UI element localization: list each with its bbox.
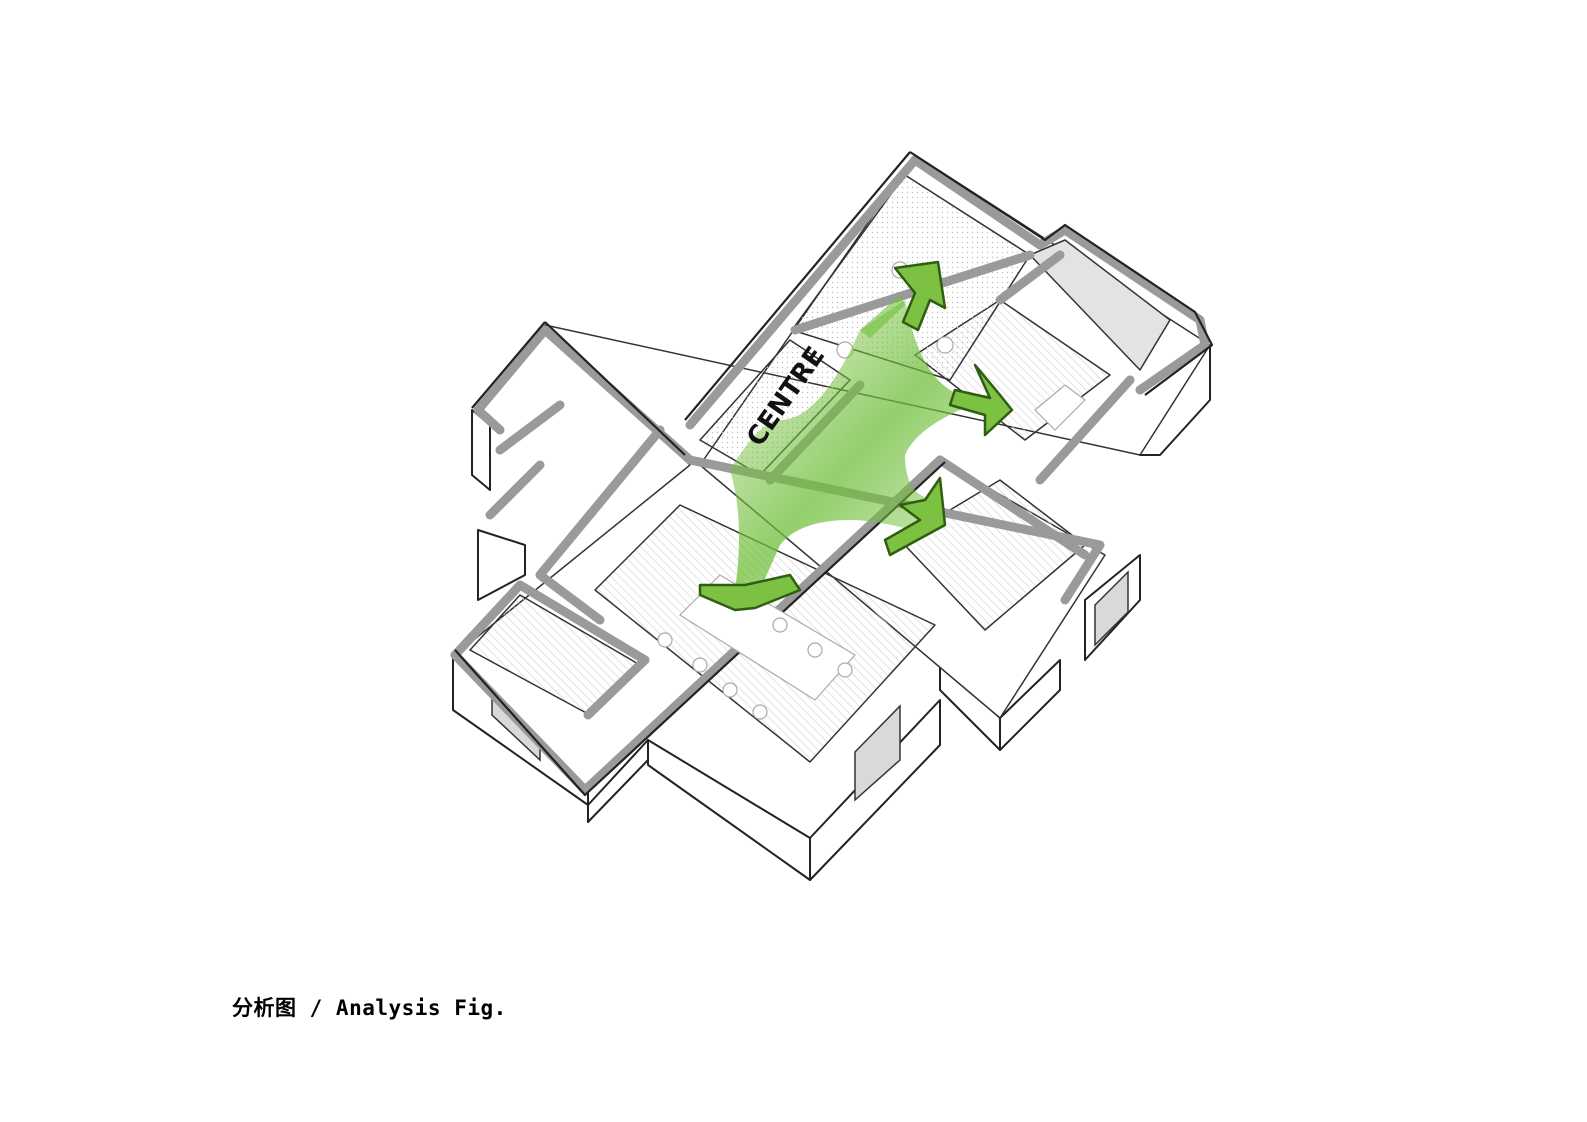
figure-caption: 分析图 / Analysis Fig.: [232, 996, 507, 1020]
circulation-arrows: [698, 260, 1014, 612]
wall-outline: [454, 151, 1214, 797]
